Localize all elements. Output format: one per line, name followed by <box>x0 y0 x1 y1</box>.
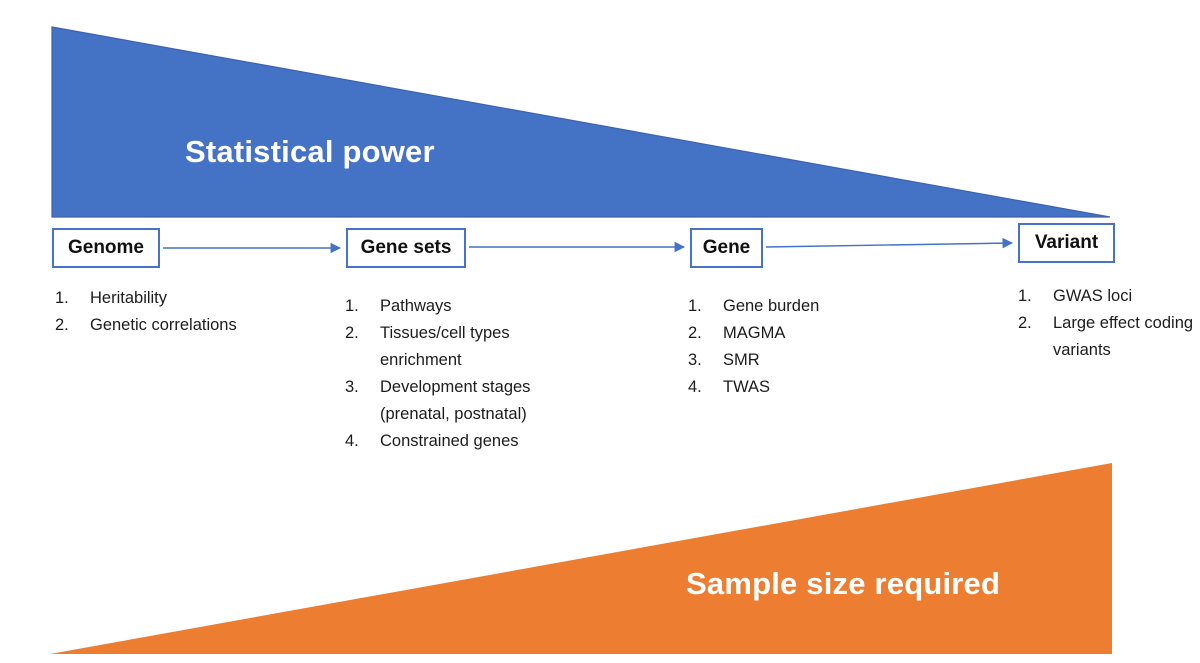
list-item: 3. SMR <box>688 347 878 374</box>
stage-box-genome-label: Genome <box>67 237 145 258</box>
item-text: GWAS loci <box>1053 287 1133 305</box>
item-number: 4. <box>345 432 359 450</box>
item-text: Pathways <box>380 297 452 315</box>
list-item: 1. Pathways <box>345 293 555 320</box>
stage-box-variant: Variant <box>1018 223 1115 263</box>
sample-size-wedge <box>50 463 1112 654</box>
item-number: 3. <box>688 351 702 369</box>
item-number: 1. <box>688 297 702 315</box>
item-text: Tissues/cell types enrichment <box>380 324 510 369</box>
list-item: 2. Large effect coding variants <box>1018 310 1196 364</box>
list-item: 2. Genetic correlations <box>55 312 300 339</box>
item-text: TWAS <box>723 378 771 396</box>
stage-box-variant-label: Variant <box>1034 232 1099 253</box>
stage-box-gene: Gene <box>690 228 763 268</box>
list-item: 2. MAGMA <box>688 320 878 347</box>
stage-box-genome: Genome <box>52 228 160 268</box>
item-number: 1. <box>1018 287 1032 305</box>
item-number: 2. <box>55 316 69 334</box>
item-number: 1. <box>345 297 359 315</box>
genome-method-list: 1. Heritability 2. Genetic correlations <box>55 285 300 339</box>
gene-method-list: 1. Gene burden 2. MAGMA 3. SMR 4. TWAS <box>688 293 878 401</box>
list-item: 1. Gene burden <box>688 293 878 320</box>
item-number: 4. <box>688 378 702 396</box>
list-item: 3. Development stages (prenatal, postnat… <box>345 374 555 428</box>
statistical-power-title: Statistical power <box>185 134 435 169</box>
list-item: 1. GWAS loci <box>1018 283 1196 310</box>
stage-box-gene-label: Gene <box>702 237 751 258</box>
gene-sets-method-list: 1. Pathways 2. Tissues/cell types enrich… <box>345 293 555 455</box>
item-text: Large effect coding variants <box>1053 314 1194 359</box>
list-item: 2. Tissues/cell types enrichment <box>345 320 555 374</box>
item-text: Development stages (prenatal, postnatal) <box>380 378 531 423</box>
item-number: 2. <box>1018 314 1032 332</box>
item-text: MAGMA <box>723 324 786 342</box>
item-text: Genetic correlations <box>90 316 237 334</box>
statistical-power-wedge <box>51 26 1111 218</box>
item-number: 3. <box>345 378 359 396</box>
stage-box-gene-sets-label: Gene sets <box>360 237 452 258</box>
item-text: Constrained genes <box>380 432 519 450</box>
connector-arrow-gene-to-variant <box>765 237 1014 249</box>
stage-box-gene-sets: Gene sets <box>346 228 466 268</box>
item-text: Heritability <box>90 289 168 307</box>
item-text: SMR <box>723 351 760 369</box>
list-item: 4. Constrained genes <box>345 428 555 455</box>
variant-method-list: 1. GWAS loci 2. Large effect coding vari… <box>1018 283 1196 364</box>
item-number: 1. <box>55 289 69 307</box>
list-item: 1. Heritability <box>55 285 300 312</box>
item-number: 2. <box>688 324 702 342</box>
list-item: 4. TWAS <box>688 374 878 401</box>
sample-size-title: Sample size required <box>686 566 1001 601</box>
item-number: 2. <box>345 324 359 342</box>
item-text: Gene burden <box>723 297 820 315</box>
